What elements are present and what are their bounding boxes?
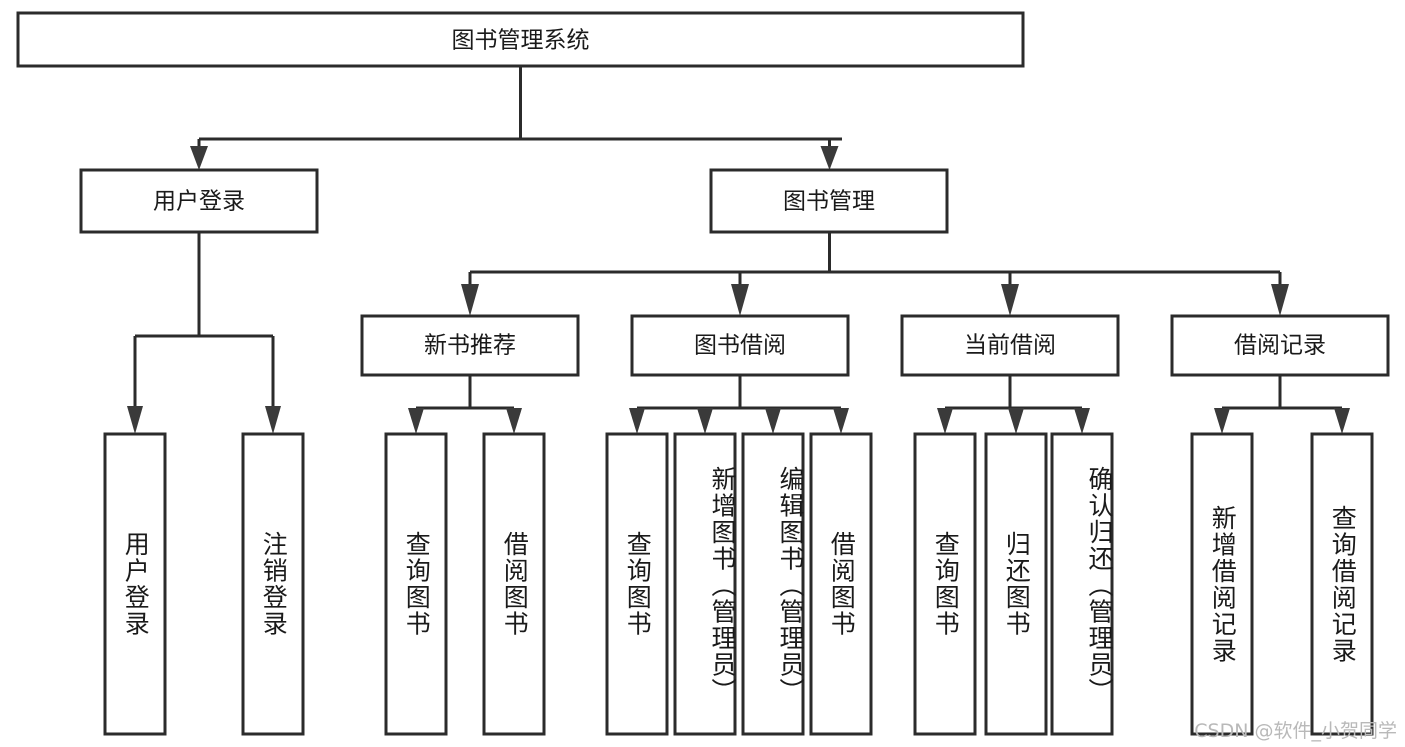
node-book-manage[interactable]: 图书管理	[709, 168, 949, 234]
leaf-query-book-1-label: 查询图书	[402, 531, 432, 637]
leaf-return-book-label: 归还图书	[1002, 531, 1032, 637]
arrow-head-leaf-edit-book-admin	[765, 408, 781, 434]
leaf-add-borrow-record-label: 新增借阅记录	[1208, 504, 1238, 664]
node-user-login[interactable]: 用户登录	[79, 168, 319, 234]
leaf-borrow-book-2-rect[interactable]	[809, 432, 873, 736]
node-user-login-label: 用户登录	[153, 189, 245, 215]
leaf-query-book-3-label: 查询图书	[931, 531, 961, 637]
node-current-borrow-label: 当前借阅	[964, 333, 1056, 359]
leaf-confirm-return-admin-label: 确认归还（管理员）	[1085, 465, 1114, 705]
connector-borrow-record-to-leaves	[1214, 375, 1350, 434]
connector-new-book-recommend-to-leaves	[408, 375, 522, 434]
node-current-borrow-rect[interactable]	[900, 314, 1120, 377]
leaf-query-book-3-rect[interactable]	[913, 432, 977, 736]
arrow-head-new-book-recommend	[461, 284, 479, 316]
node-book-manage-label: 图书管理	[783, 189, 875, 215]
leaf-node-rects	[103, 432, 1374, 736]
node-book-borrow[interactable]: 图书借阅	[630, 314, 850, 377]
arrow-head-leaf-logout	[265, 406, 281, 434]
arrow-head-leaf-query-book-3	[937, 408, 953, 434]
leaf-borrow-book-1-label: 借阅图书	[500, 531, 530, 637]
leaf-user-login-label: 用户登录	[121, 531, 151, 637]
node-borrow-record-label: 借阅记录	[1234, 333, 1326, 359]
leaf-query-borrow-record-label: 查询借阅记录	[1328, 504, 1358, 664]
leaf-logout-label: 注销登录	[259, 531, 289, 637]
arrow-head-leaf-query-borrow-record	[1334, 408, 1350, 434]
arrow-head-leaf-add-book-admin	[697, 408, 713, 434]
node-current-borrow[interactable]: 当前借阅	[900, 314, 1120, 377]
leaf-add-book-admin-label: 新增图书（管理员）	[708, 465, 737, 705]
arrow-head-user-login	[190, 146, 208, 170]
leaf-user-login-rect[interactable]	[103, 432, 167, 736]
node-root-label: 图书管理系统	[452, 28, 590, 54]
node-borrow-record[interactable]: 借阅记录	[1170, 314, 1390, 377]
node-book-manage-rect[interactable]	[709, 168, 949, 234]
leaf-query-book-2-label: 查询图书	[623, 531, 653, 637]
node-root[interactable]: 图书管理系统	[16, 11, 1025, 68]
node-borrow-record-rect[interactable]	[1170, 314, 1390, 377]
arrow-head-leaf-borrow-book-2	[833, 408, 849, 434]
connector-root-to-level2	[190, 66, 842, 170]
node-user-login-rect[interactable]	[79, 168, 319, 234]
arrow-head-leaf-query-book-2	[629, 408, 645, 434]
arrow-head-leaf-borrow-book-1	[506, 408, 522, 434]
node-new-book-recommend[interactable]: 新书推荐	[360, 314, 580, 377]
leaf-edit-book-admin-rect[interactable]	[741, 432, 805, 736]
leaf-borrow-book-1-rect[interactable]	[482, 432, 546, 736]
arrow-head-current-borrow	[1001, 284, 1019, 316]
leaf-query-book-1-rect[interactable]	[384, 432, 448, 736]
leaf-borrow-book-2-label: 借阅图书	[827, 531, 857, 637]
arrow-head-leaf-add-borrow-record	[1214, 408, 1230, 434]
arrow-head-book-borrow	[731, 284, 749, 316]
node-book-borrow-rect[interactable]	[630, 314, 850, 377]
leaf-confirm-return-admin-rect[interactable]	[1050, 432, 1114, 736]
node-new-book-recommend-label: 新书推荐	[424, 333, 516, 359]
node-root-rect[interactable]	[16, 11, 1025, 68]
leaf-query-borrow-record-rect[interactable]	[1310, 432, 1374, 736]
watermark-label: CSDN @软件_小贺同学	[1194, 720, 1397, 742]
leaf-logout-rect[interactable]	[241, 432, 305, 736]
arrow-head-book-manage	[820, 146, 839, 170]
connector-user-login-to-leaves	[127, 232, 281, 434]
connector-book-manage-to-level3	[461, 232, 1289, 316]
arrow-head-leaf-return-book	[1008, 408, 1024, 434]
leaf-query-book-2-rect[interactable]	[605, 432, 669, 736]
arrow-head-leaf-user-login	[127, 406, 143, 434]
leaf-add-borrow-record-rect[interactable]	[1190, 432, 1254, 736]
leaf-edit-book-admin-label: 编辑图书（管理员）	[776, 465, 805, 705]
node-book-borrow-label: 图书借阅	[694, 333, 786, 359]
arrow-head-leaf-confirm-return-admin	[1074, 408, 1090, 434]
leaf-add-book-admin-rect[interactable]	[673, 432, 737, 736]
arrow-head-leaf-query-book-1	[408, 408, 424, 434]
connector-current-borrow-to-leaves	[937, 375, 1090, 434]
node-new-book-recommend-rect[interactable]	[360, 314, 580, 377]
leaf-return-book-rect[interactable]	[984, 432, 1048, 736]
connector-book-borrow-to-leaves	[629, 375, 849, 434]
arrow-head-borrow-record	[1271, 284, 1289, 316]
